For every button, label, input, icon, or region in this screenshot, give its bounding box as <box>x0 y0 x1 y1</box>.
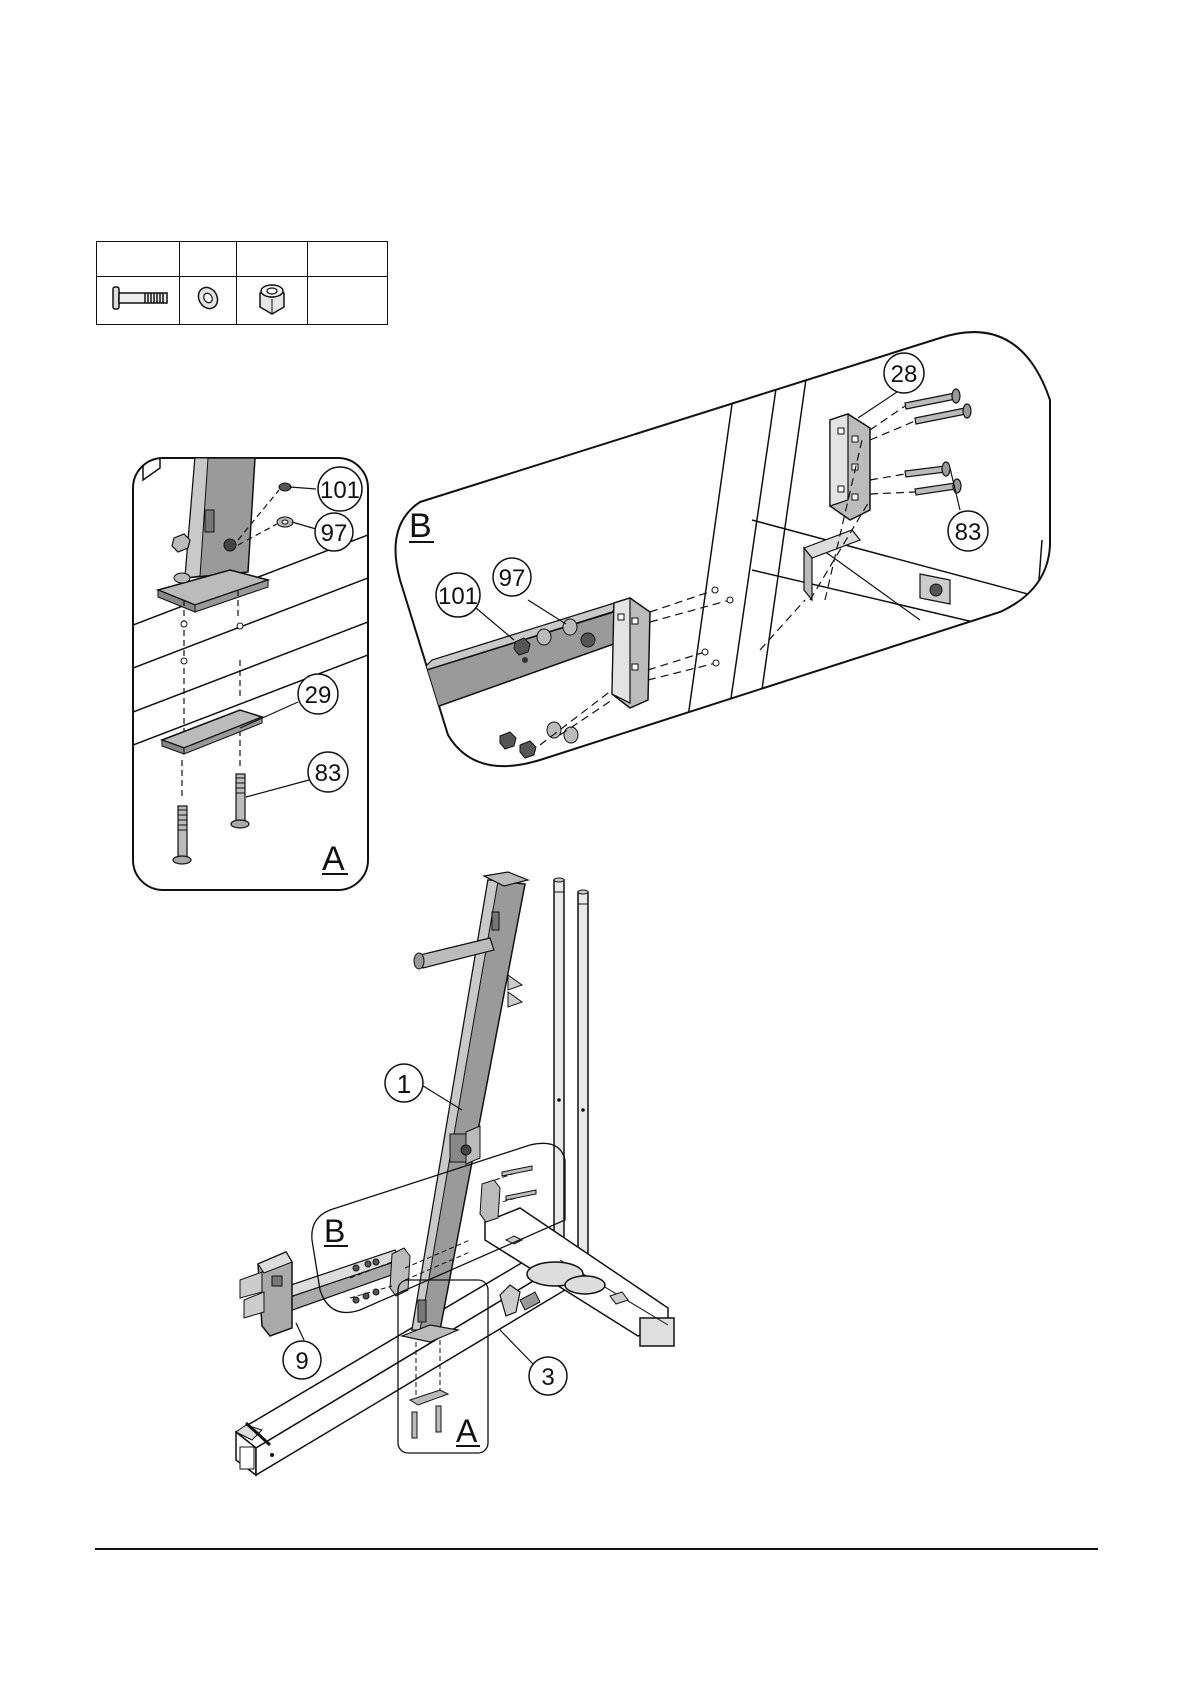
callout-b-83: 83 <box>948 511 988 551</box>
main-assembly-view: 1 9 3 B A <box>236 872 674 1475</box>
guide-rods <box>548 878 594 1282</box>
svg-text:29: 29 <box>305 682 332 709</box>
svg-text:101: 101 <box>320 477 360 504</box>
svg-text:1: 1 <box>397 1069 411 1099</box>
callout-main-9: 9 <box>283 1341 321 1379</box>
footer-rule <box>95 1548 1098 1550</box>
svg-text:97: 97 <box>321 520 348 547</box>
arm-9 <box>240 1248 410 1336</box>
svg-text:9: 9 <box>295 1348 308 1375</box>
callout-a-97: 97 <box>315 513 353 551</box>
callout-b-28: 28 <box>884 353 924 393</box>
callout-b-97: 97 <box>493 558 531 596</box>
detail-b: 101 97 28 83 B <box>396 332 1051 766</box>
svg-text:3: 3 <box>541 1364 554 1391</box>
svg-text:83: 83 <box>315 760 342 787</box>
callout-main-1: 1 <box>385 1064 423 1102</box>
detail-b-letter: B <box>409 507 432 545</box>
detail-a: 101 97 29 83 A <box>133 458 368 890</box>
main-detail-a-letter: A <box>456 1413 478 1449</box>
main-detail-b-letter: B <box>324 1213 345 1249</box>
callout-a-101: 101 <box>318 467 362 511</box>
svg-text:83: 83 <box>955 519 982 546</box>
svg-text:101: 101 <box>438 583 478 610</box>
callout-main-3: 3 <box>529 1357 567 1395</box>
callout-b-101: 101 <box>436 573 480 617</box>
detail-a-letter: A <box>322 840 345 878</box>
svg-text:97: 97 <box>499 565 526 592</box>
svg-text:28: 28 <box>891 361 918 388</box>
callout-a-29: 29 <box>298 674 338 714</box>
callout-a-83: 83 <box>308 752 348 792</box>
